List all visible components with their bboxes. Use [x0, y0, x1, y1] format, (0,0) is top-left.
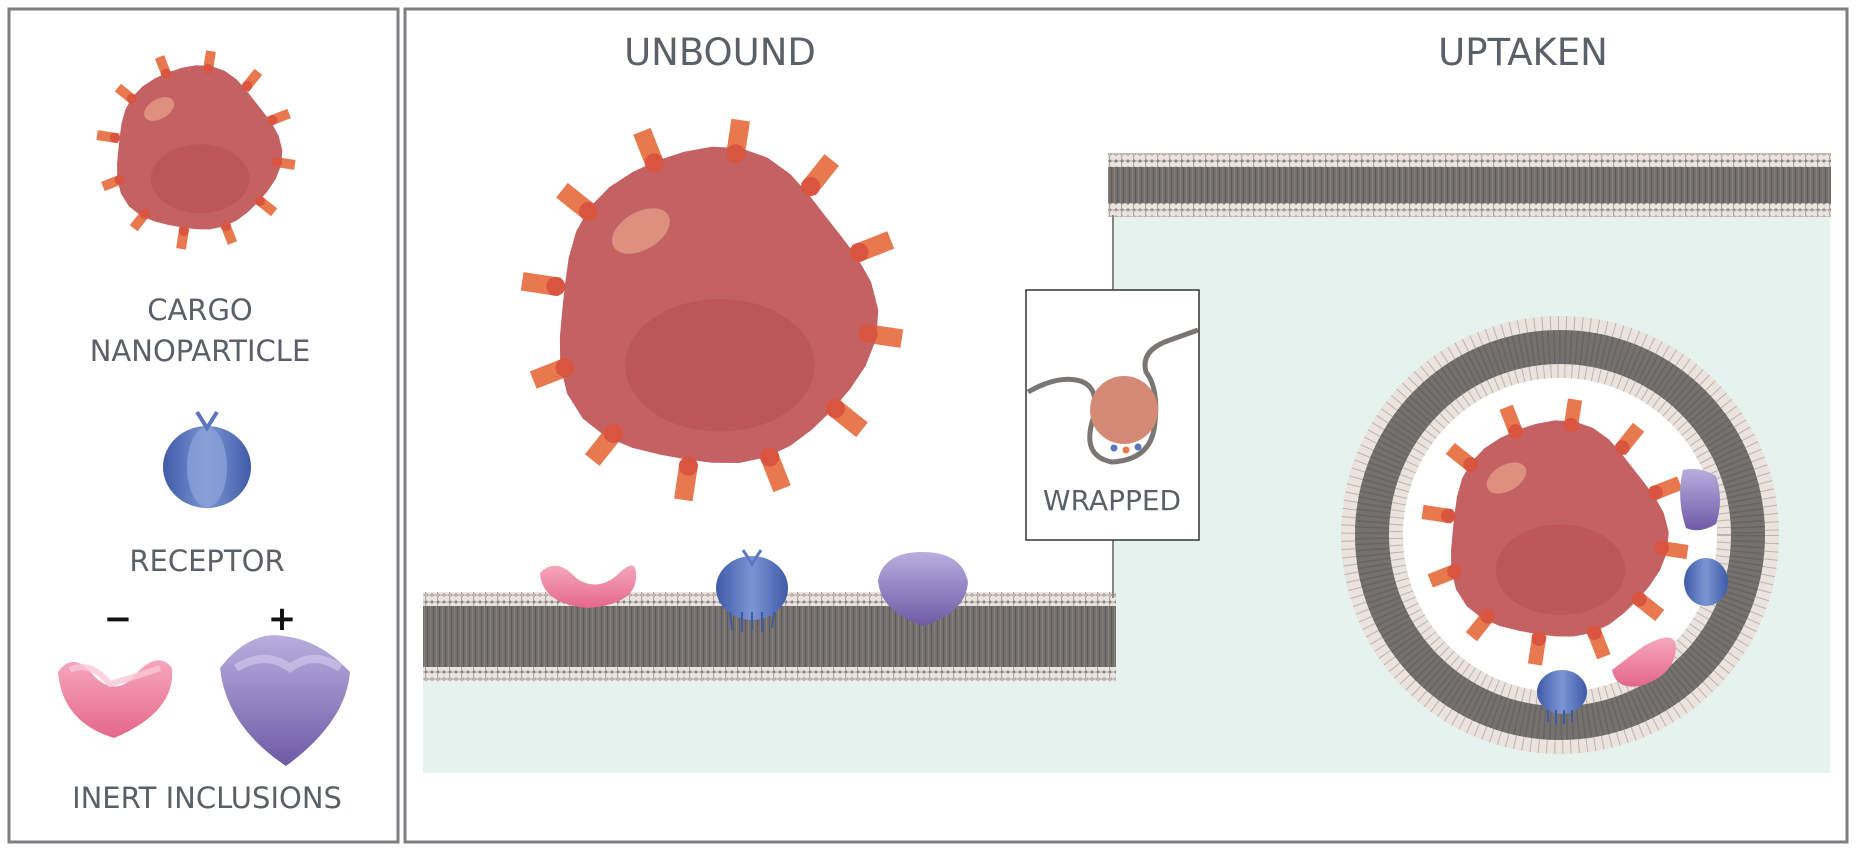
nanoparticle-shade: [150, 144, 250, 214]
vesicle-negative-inclusion: [1612, 637, 1676, 687]
legend-minus-sign: −: [104, 599, 133, 639]
main-panel-frame: [403, 7, 1849, 844]
vesicle-receptor-right: [1684, 558, 1728, 606]
vesicle-positive-inclusion: [1680, 468, 1720, 531]
ligand-base: [849, 242, 869, 262]
ligand-base: [1563, 417, 1579, 433]
ligand-base: [555, 358, 575, 378]
ligand-base: [644, 153, 664, 173]
legend-receptor-label: RECEPTOR: [129, 544, 284, 578]
legend-negative-inclusion-icon: [58, 660, 173, 738]
ligand-base: [161, 68, 172, 79]
legend-positive-inclusion-icon: [220, 635, 350, 766]
ligand-base: [1632, 592, 1647, 607]
uptaken-title: UPTAKEN: [1438, 31, 1608, 74]
membrane-receptor: [716, 549, 788, 632]
ligand-base: [801, 176, 821, 197]
ligand-base: [1440, 508, 1456, 524]
ligand-base: [678, 456, 698, 476]
ligand-base: [242, 80, 253, 91]
ligand-base: [578, 201, 599, 221]
nanoparticle-highlight: [611, 208, 670, 254]
ligand-base: [267, 115, 278, 126]
ligand-base: [255, 196, 266, 207]
ligand-base: [1508, 424, 1523, 439]
nanoparticle-highlight: [144, 97, 175, 121]
ligand-base: [139, 209, 150, 220]
ligand-base: [546, 276, 566, 296]
ligand-base: [1654, 540, 1670, 556]
legend-cargo-label-line2: NANOPARTICLE: [90, 334, 311, 368]
nanoparticle-shade: [625, 298, 815, 432]
legend-cargo-label-line1: CARGO: [147, 293, 253, 327]
legend-nanoparticle-icon: [96, 50, 296, 250]
ligand-base: [1587, 625, 1602, 640]
nanoparticle-shade: [1495, 524, 1626, 616]
ligand-base: [1463, 457, 1478, 472]
ligand-base: [858, 324, 878, 344]
legend-receptor-icon: [163, 410, 251, 508]
ligand-base: [203, 63, 214, 74]
ligand-base: [220, 221, 231, 232]
wrapped-inset: [1025, 289, 1200, 541]
membrane-positive-inclusion: [878, 552, 968, 626]
ligand-base: [1531, 631, 1547, 647]
ligand-base: [272, 157, 283, 168]
ligand-base: [1615, 440, 1630, 455]
membrane-top: [1108, 153, 1831, 217]
uptaken-nanoparticle: [1421, 398, 1689, 666]
unbound-title: UNBOUND: [624, 31, 816, 74]
ligand-base: [1648, 485, 1663, 500]
membrane-negative-inclusion: [540, 565, 637, 608]
unbound-nanoparticle: [520, 118, 904, 502]
vesicle-receptor-bottom: [1537, 670, 1587, 724]
ligand-base: [178, 226, 189, 237]
ligand-base: [760, 447, 780, 467]
ligand-base: [603, 423, 623, 444]
wrapped-label: WRAPPED: [1043, 484, 1181, 517]
ligand-base: [126, 93, 137, 104]
legend-inclusions-label: INERT INCLUSIONS: [72, 781, 342, 815]
legend-plus-sign: +: [268, 599, 297, 639]
ligand-base: [1480, 609, 1495, 624]
ligand-base: [825, 399, 846, 419]
legend-panel-frame: [7, 7, 400, 844]
ligand-base: [114, 174, 125, 185]
nanoparticle-highlight: [1486, 462, 1527, 494]
ligand-base: [726, 144, 746, 164]
ligand-base: [109, 132, 120, 143]
ligand-base: [1447, 564, 1462, 579]
